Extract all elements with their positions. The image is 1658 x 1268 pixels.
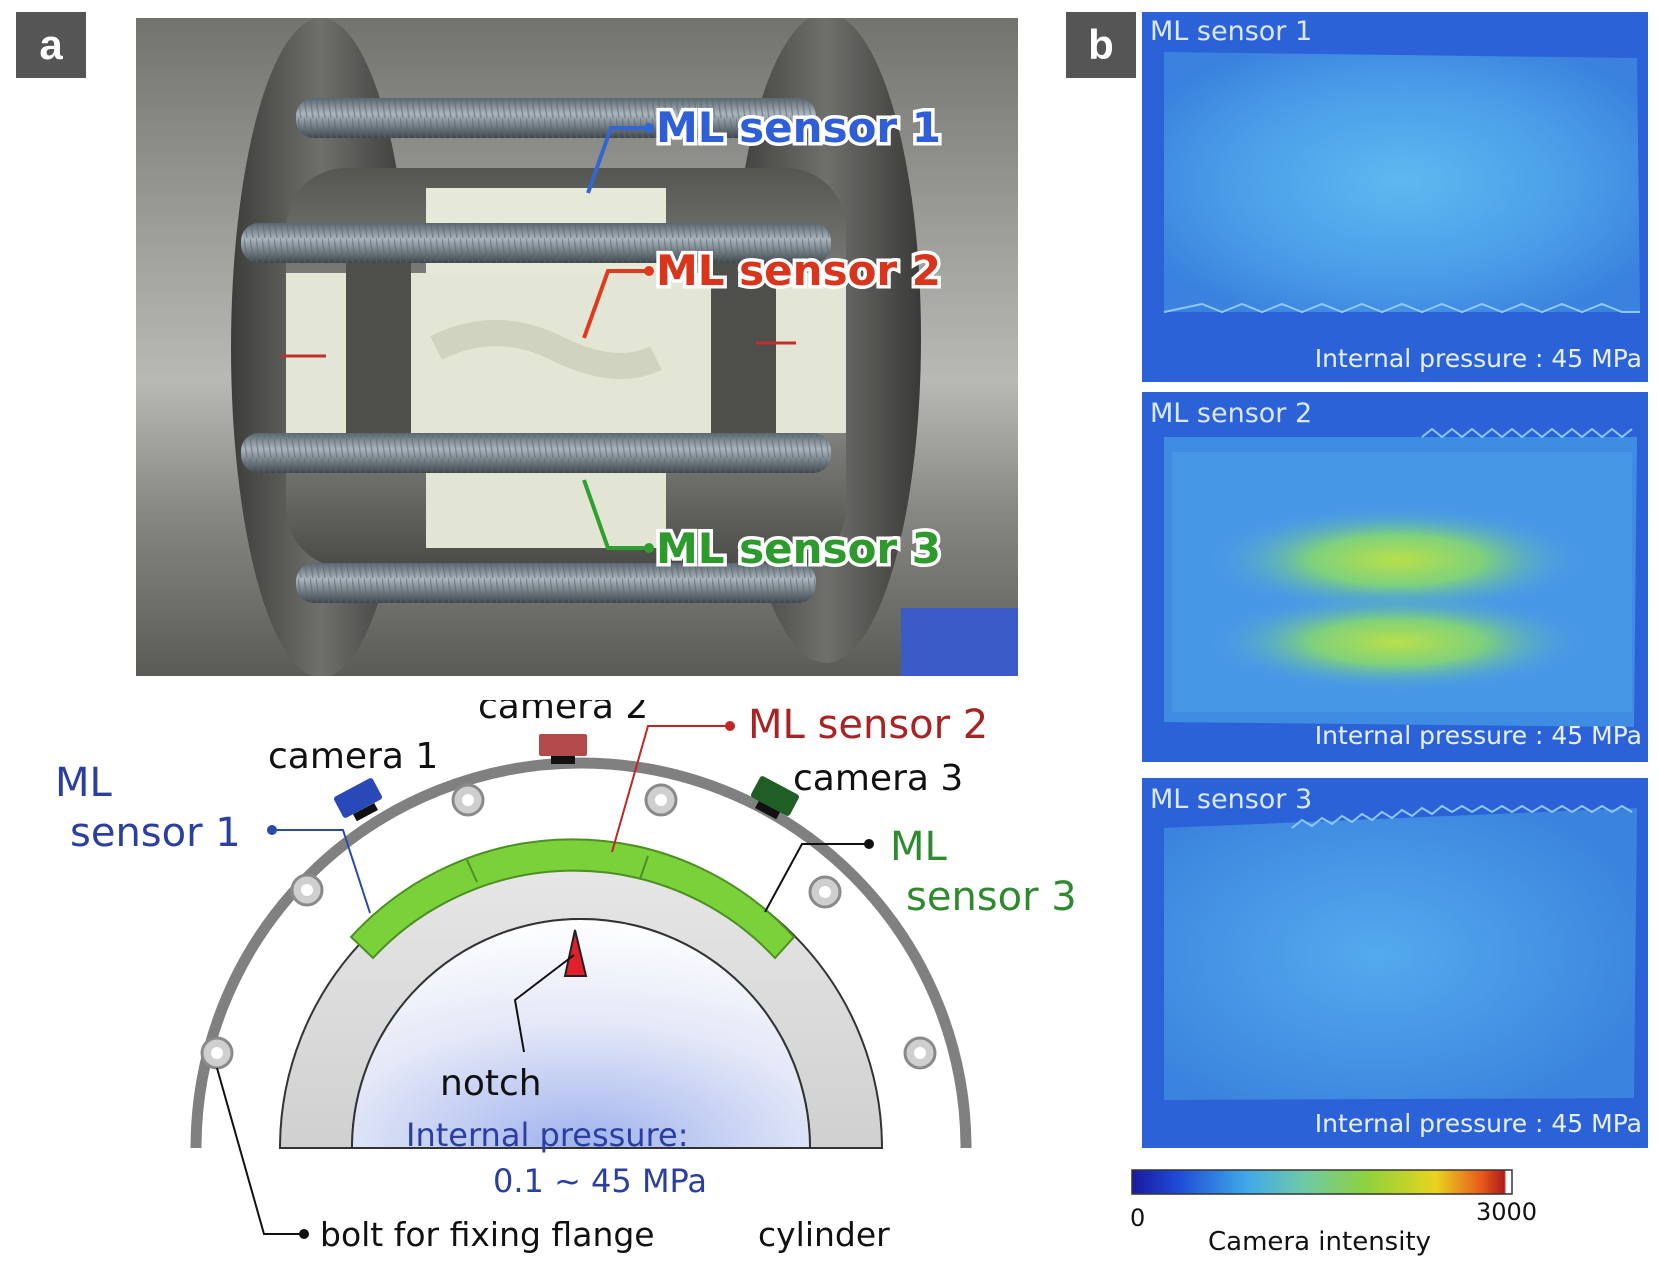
panel-a-label: a — [16, 12, 86, 78]
heat-3-caption: Internal pressure : 45 MPa — [1315, 1109, 1642, 1138]
heat-2-title: ML sensor 2 — [1150, 398, 1312, 429]
panel-b-label: b — [1066, 12, 1136, 78]
heat-1-title: ML sensor 1 — [1150, 16, 1312, 47]
label-pressure-line2: 0.1 ~ 45 MPa — [493, 1162, 707, 1200]
heatmap-sensor-1: ML sensor 1 Internal pressure : 45 MPa — [1142, 12, 1648, 382]
label-sensor-3-line1: ML — [890, 824, 948, 870]
label-notch: notch — [440, 1063, 542, 1104]
flange-arc — [190, 757, 972, 1149]
heatmap-sensor-2: ML sensor 2 Internal pressure : 45 MPa — [1142, 392, 1648, 762]
colorbar-max: 3000 — [1476, 1198, 1537, 1226]
photo-label-sensor1: ML sensor 1 — [656, 103, 941, 152]
heat-3-title: ML sensor 3 — [1150, 784, 1312, 815]
label-sensor-1-line2: sensor 1 — [70, 810, 241, 856]
label-sensor-2: ML sensor 2 — [748, 702, 988, 748]
label-pressure-line1: Internal pressure: — [406, 1116, 689, 1154]
sensor-band — [349, 838, 796, 960]
heat-2-caption: Internal pressure : 45 MPa — [1315, 721, 1642, 750]
label-sensor-3-line2: sensor 3 — [906, 874, 1077, 920]
cylinder-bore — [350, 918, 812, 1149]
cross-section-diagram: camera 2 camera 1 camera 3 ML sensor 2 M… — [55, 700, 1077, 1254]
label-cylinder: cylinder — [758, 1215, 890, 1254]
label-camera-2: camera 2 — [478, 700, 648, 727]
photo-label-sensor3: ML sensor 3 — [656, 524, 941, 573]
camera-2 — [539, 734, 587, 764]
colorbar: 0 3000 Camera intensity — [1130, 1169, 1537, 1257]
notch — [563, 929, 588, 977]
photo-label-sensor2: ML sensor 2 — [656, 246, 941, 295]
heatmap-sensor-3: ML sensor 3 Internal pressure : 45 MPa — [1142, 778, 1648, 1148]
label-camera-1: camera 1 — [268, 736, 438, 777]
camera-3 — [750, 776, 800, 820]
label-bolt: bolt for fixing flange — [320, 1215, 655, 1254]
label-camera-3: camera 3 — [793, 758, 963, 799]
colorbar-gradient — [1131, 1169, 1513, 1195]
apparatus-photo: ML sensor 1 ML sensor 2 ML sensor 3 — [136, 18, 1018, 676]
label-sensor-1-line1: ML — [55, 760, 113, 806]
heat-1-caption: Internal pressure : 45 MPa — [1315, 344, 1642, 373]
camera-1 — [333, 778, 383, 822]
colorbar-min: 0 — [1130, 1204, 1145, 1232]
colorbar-label: Camera intensity — [1208, 1227, 1431, 1257]
